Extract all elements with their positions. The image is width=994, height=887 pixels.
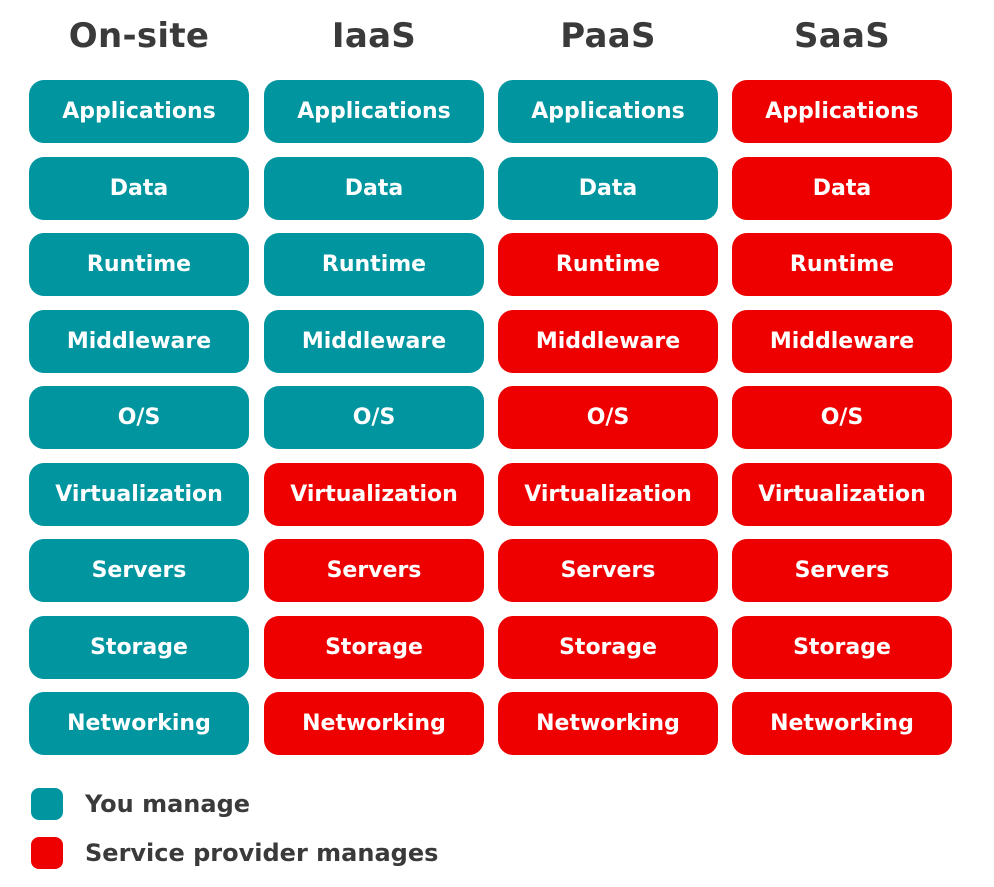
cell-paas-o-s: O/S [498,386,718,449]
cell-iaas-runtime: Runtime [264,233,484,296]
cell-paas-applications: Applications [498,80,718,143]
legend-label-provider: Service provider manages [85,839,439,867]
cell-saas-virtualization: Virtualization [732,462,952,526]
cell-iaas-applications: Applications [264,80,484,143]
cell-iaas-middleware: Middleware [264,309,484,373]
cell-on-site-data: Data [29,156,249,220]
cell-saas-servers: Servers [732,539,952,602]
legend-swatch-provider [31,837,63,869]
column-header-saas: SaaS [793,16,891,56]
legend-provider-manages: Service provider manages [31,837,438,869]
cell-saas-networking: Networking [732,692,952,755]
cell-saas-o-s: O/S [732,386,952,449]
legend-you-manage: You manage [31,788,250,820]
cell-saas-runtime: Runtime [732,233,952,296]
cell-saas-data: Data [732,156,952,220]
column-header-iaas: IaaS [331,16,417,56]
cell-iaas-o-s: O/S [264,386,484,449]
cell-saas-storage: Storage [732,615,952,679]
cell-on-site-servers: Servers [29,539,249,602]
cell-on-site-o-s: O/S [29,386,249,449]
legend-label-you: You manage [85,790,251,818]
cell-iaas-storage: Storage [264,615,484,679]
cell-paas-storage: Storage [498,615,718,679]
cell-paas-data: Data [498,156,718,220]
cell-on-site-virtualization: Virtualization [29,462,249,526]
cell-paas-runtime: Runtime [498,233,718,296]
cell-on-site-storage: Storage [29,615,249,679]
cell-saas-applications: Applications [732,80,952,143]
cell-paas-middleware: Middleware [498,309,718,373]
cell-paas-networking: Networking [498,692,718,755]
cell-iaas-data: Data [264,156,484,220]
cell-paas-virtualization: Virtualization [498,462,718,526]
cell-saas-middleware: Middleware [732,309,952,373]
cell-iaas-virtualization: Virtualization [264,462,484,526]
column-header-paas: PaaS [560,16,656,56]
cell-paas-servers: Servers [498,539,718,602]
cell-on-site-runtime: Runtime [29,233,249,296]
cell-iaas-networking: Networking [264,692,484,755]
cell-iaas-servers: Servers [264,539,484,602]
cell-on-site-middleware: Middleware [29,309,249,373]
column-header-on-site: On-site [68,16,210,56]
legend-swatch-you [31,788,63,820]
cell-on-site-applications: Applications [29,80,249,143]
cell-on-site-networking: Networking [29,692,249,755]
